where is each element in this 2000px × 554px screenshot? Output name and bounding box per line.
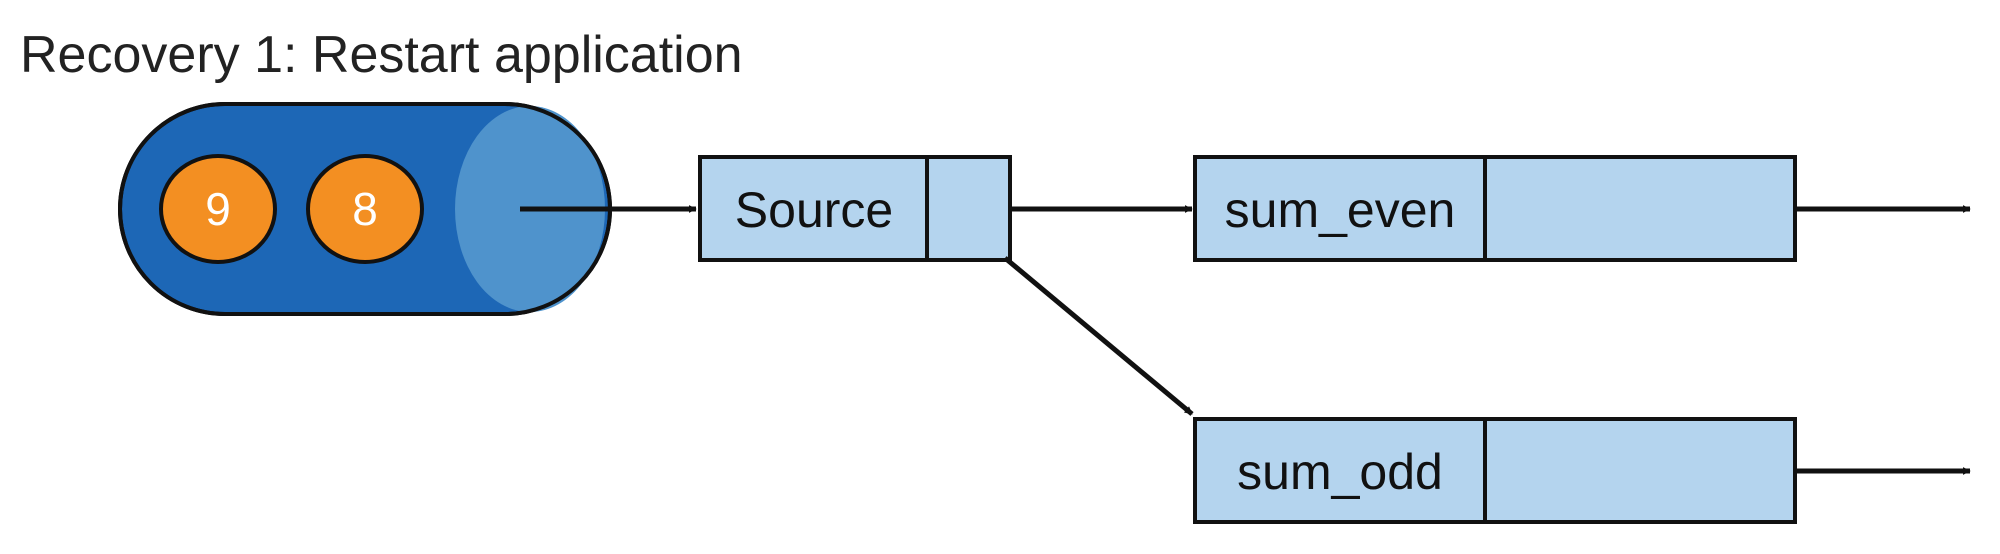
sum-even-label: sum_even	[1225, 182, 1456, 238]
queue-token-label: 9	[205, 183, 231, 235]
source-box	[698, 155, 1012, 262]
sum-odd-label: sum_odd	[1237, 444, 1443, 500]
sum-even-operator: sum_even	[1193, 155, 1797, 262]
queue-token-label: 8	[352, 183, 378, 235]
source-operator: Source	[698, 155, 1012, 262]
sum-odd-operator: sum_odd	[1193, 417, 1797, 524]
arrow-source-to-sum-odd	[1003, 256, 1194, 416]
source-label: Source	[735, 182, 893, 238]
sum-odd-box	[1193, 417, 1797, 524]
queue-token-2: 8	[306, 154, 424, 264]
queue-token-1: 9	[159, 154, 277, 264]
diagram-title: Recovery 1: Restart application	[20, 26, 743, 84]
